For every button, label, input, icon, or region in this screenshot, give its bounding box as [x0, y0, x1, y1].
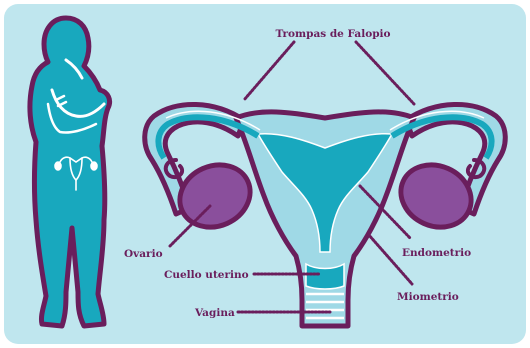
- label-cervix: Cuello uterino: [164, 269, 249, 281]
- label-fallopian-tubes: Trompas de Falopio: [275, 28, 390, 40]
- cervix: [306, 264, 344, 289]
- label-myometrium: Miometrio: [397, 291, 459, 303]
- label-ovary: Ovario: [124, 248, 163, 260]
- label-vagina: Vagina: [194, 307, 235, 319]
- label-endometrium: Endometrio: [402, 247, 471, 259]
